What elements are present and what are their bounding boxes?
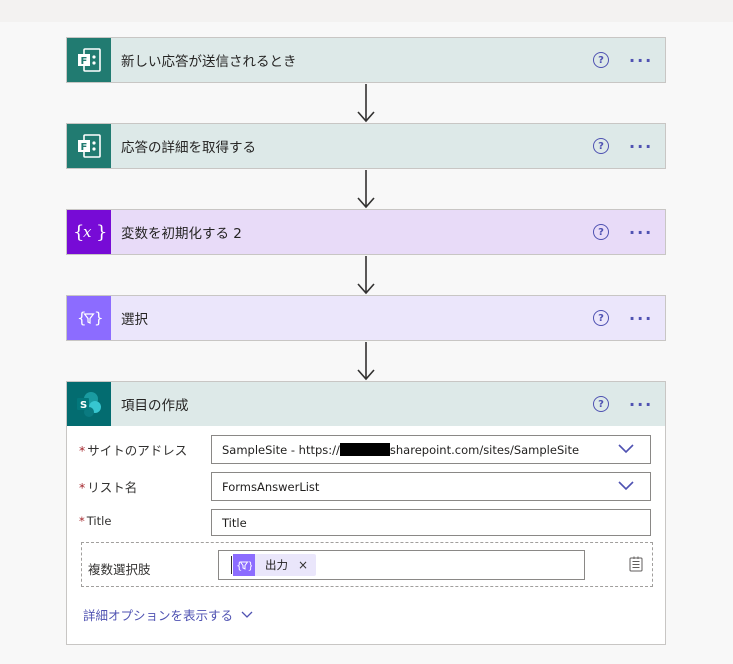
show-advanced-options-link[interactable]: 詳細オプションを表示する: [83, 605, 253, 624]
select-icon: { }: [233, 554, 255, 576]
step-title: 変数を初期化する 2: [121, 226, 242, 242]
help-icon[interactable]: ?: [593, 138, 609, 154]
arrow-down-icon: [357, 256, 375, 295]
multi-choice-label: 複数選択肢: [88, 562, 151, 577]
multi-choice-input[interactable]: { } 出力 ×: [218, 550, 585, 580]
more-options-icon[interactable]: ···: [629, 308, 654, 328]
top-bar: [0, 0, 733, 22]
title-input[interactable]: Title: [211, 509, 651, 536]
title-value: Title: [222, 515, 247, 530]
select-icon: { }: [67, 296, 111, 340]
multi-choice-row: 複数選択肢 { } 出力 ×: [81, 542, 653, 587]
more-options-icon[interactable]: ···: [629, 394, 654, 414]
required-marker: *: [79, 443, 86, 458]
step-title: 選択: [121, 312, 148, 328]
help-icon[interactable]: ?: [593, 310, 609, 326]
required-marker: *: [79, 480, 86, 495]
site-address-dropdown[interactable]: SampleSite - https:// sharepoint.com/sit…: [211, 435, 651, 464]
forms-icon: F: [67, 38, 111, 82]
arrow-down-icon: [357, 84, 375, 123]
list-name-label: *リスト名: [79, 477, 137, 496]
step-select[interactable]: { } 選択 ? ···: [66, 295, 666, 341]
more-options-icon[interactable]: ···: [629, 136, 654, 156]
svg-text:}: }: [94, 309, 102, 327]
step-create-item[interactable]: S 項目の作成 ? ···: [66, 381, 666, 427]
step-trigger-new-response[interactable]: F 新しい応答が送信されるとき ? ···: [66, 37, 666, 83]
chevron-down-icon[interactable]: [618, 444, 634, 454]
svg-text:F: F: [81, 56, 88, 67]
site-address-label: *サイトのアドレス: [79, 440, 187, 459]
sharepoint-icon: S: [67, 382, 111, 426]
help-icon[interactable]: ?: [593, 224, 609, 240]
site-address-label-text: サイトのアドレス: [87, 443, 188, 458]
create-item-panel: *サイトのアドレス SampleSite - https:// sharepoi…: [66, 426, 666, 645]
switch-to-text-mode-icon[interactable]: [628, 556, 644, 572]
list-name-value: FormsAnswerList: [222, 479, 320, 494]
more-options-icon[interactable]: ···: [629, 222, 654, 242]
token-label: 出力: [265, 558, 288, 572]
title-label: *Title: [79, 514, 111, 528]
svg-text:F: F: [81, 142, 88, 153]
svg-text:S: S: [80, 400, 87, 411]
step-initialize-variable[interactable]: { x } 変数を初期化する 2 ? ···: [66, 209, 666, 255]
arrow-down-icon: [357, 170, 375, 209]
svg-text:}: }: [96, 222, 106, 243]
svg-text:}: }: [248, 561, 253, 572]
redacted-block: [339, 443, 390, 456]
svg-text:x: x: [83, 223, 92, 241]
svg-text:{: {: [73, 222, 84, 243]
chevron-down-icon[interactable]: [618, 481, 634, 491]
variable-icon: { x }: [67, 210, 111, 254]
dynamic-content-token[interactable]: { } 出力 ×: [233, 554, 317, 576]
text-cursor: [231, 556, 232, 574]
more-options-icon[interactable]: ···: [629, 50, 654, 70]
title-label-text: Title: [86, 514, 112, 528]
site-address-value-prefix: SampleSite - https://: [222, 442, 340, 457]
step-title: 項目の作成: [121, 398, 189, 414]
list-name-label-text: リスト名: [87, 480, 138, 495]
step-title: 新しい応答が送信されるとき: [121, 54, 297, 70]
forms-icon: F: [67, 124, 111, 168]
help-icon[interactable]: ?: [593, 52, 609, 68]
svg-text:{: {: [236, 561, 242, 572]
step-get-response-details[interactable]: F 応答の詳細を取得する ? ···: [66, 123, 666, 169]
chevron-down-icon: [241, 611, 253, 618]
site-address-value-suffix: sharepoint.com/sites/SampleSite: [389, 442, 580, 457]
list-name-dropdown[interactable]: FormsAnswerList: [211, 472, 651, 501]
arrow-down-icon: [357, 342, 375, 381]
required-marker: *: [79, 514, 85, 528]
help-icon[interactable]: ?: [593, 396, 609, 412]
advanced-options-label: 詳細オプションを表示する: [83, 608, 234, 623]
step-title: 応答の詳細を取得する: [121, 140, 256, 156]
token-remove-icon[interactable]: ×: [298, 558, 309, 572]
svg-text:{: {: [77, 309, 87, 327]
